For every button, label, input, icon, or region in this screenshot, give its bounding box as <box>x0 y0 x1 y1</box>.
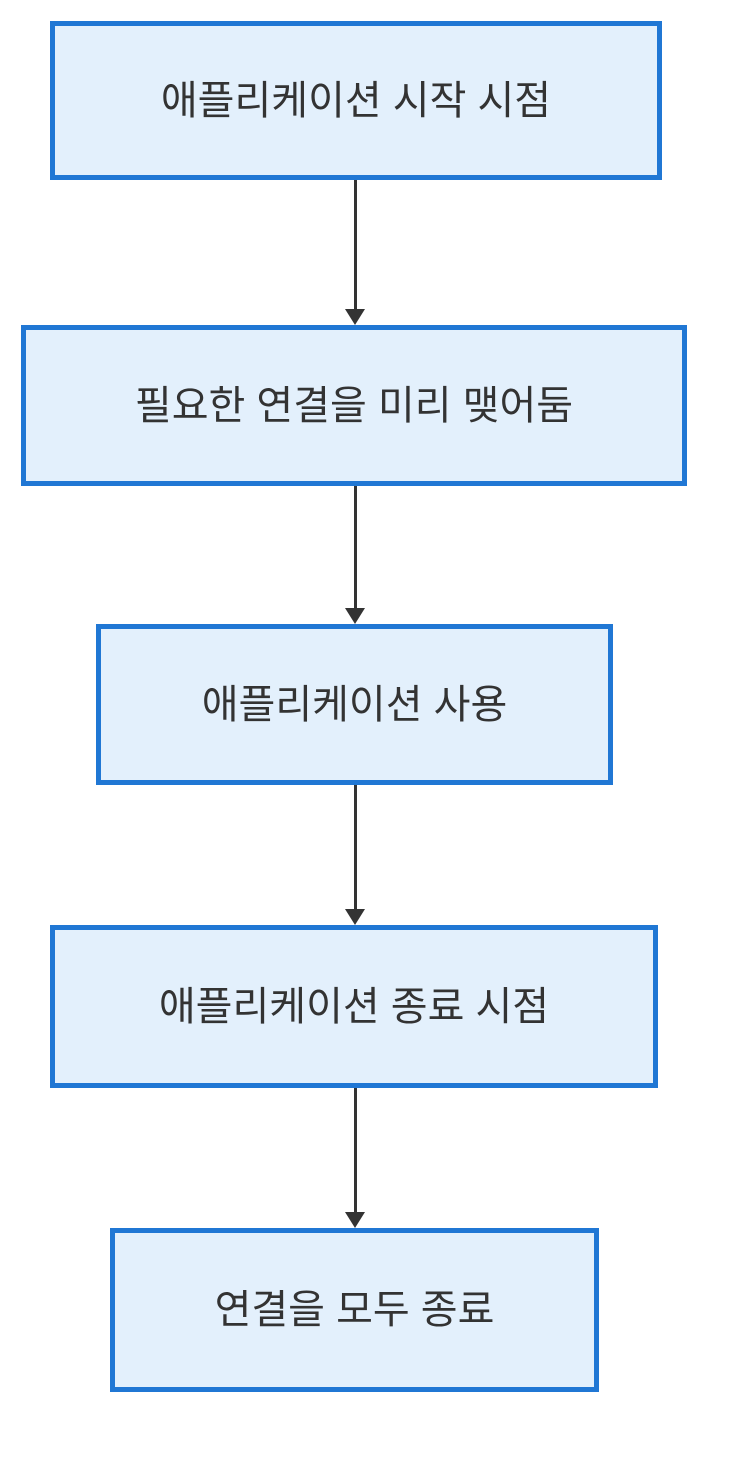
arrow-down-icon <box>345 309 365 325</box>
arrow-line <box>353 785 357 909</box>
arrow-down-icon <box>345 909 365 925</box>
arrow-down-icon <box>345 608 365 624</box>
flow-node-app-use: 애플리케이션 사용 <box>96 624 613 785</box>
arrow-line <box>353 1088 357 1212</box>
arrow-line <box>353 180 357 309</box>
flow-node-label: 애플리케이션 사용 <box>201 682 508 727</box>
flow-node-label: 애플리케이션 시작 시점 <box>160 78 552 123</box>
arrow-line <box>353 486 357 608</box>
arrow-down-icon <box>345 1212 365 1228</box>
flow-node-label: 필요한 연결을 미리 맺어둠 <box>134 383 574 428</box>
edge-arrow-2 <box>339 486 371 624</box>
flow-node-close-connections: 연결을 모두 종료 <box>110 1228 599 1392</box>
flow-node-app-end: 애플리케이션 종료 시점 <box>50 925 658 1088</box>
edge-arrow-4 <box>339 1088 371 1228</box>
flow-node-pre-connect: 필요한 연결을 미리 맺어둠 <box>21 325 687 486</box>
edge-arrow-3 <box>339 785 371 925</box>
flow-node-label: 연결을 모두 종료 <box>214 1288 495 1332</box>
flow-node-label: 애플리케이션 종료 시점 <box>158 984 550 1029</box>
flow-node-app-start: 애플리케이션 시작 시점 <box>50 21 662 180</box>
edge-arrow-1 <box>339 180 371 325</box>
